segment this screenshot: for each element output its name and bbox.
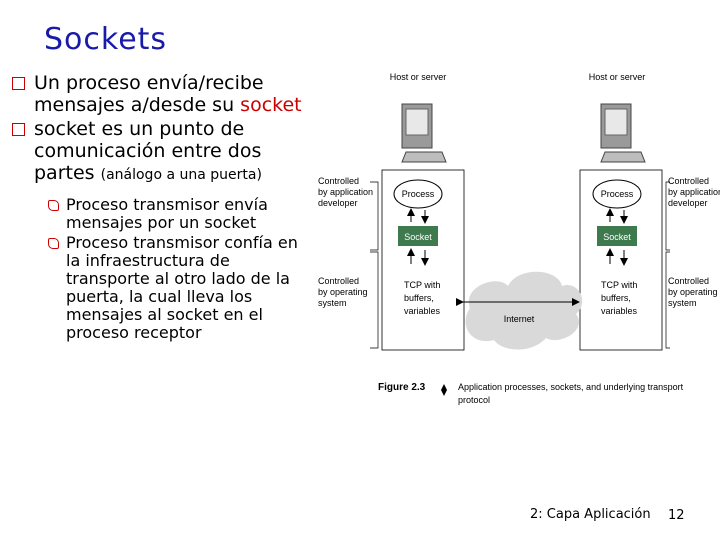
socket-right-label: Socket [603, 232, 631, 242]
process-right-label: Process [601, 189, 634, 199]
process-right [592, 179, 642, 209]
bullet-2-note: (análogo a una puerta) [100, 167, 262, 183]
tcp-right-label-2: buffers, [601, 293, 631, 303]
socket-diagram: Host or server Process Socket TCP with b… [318, 72, 720, 405]
controlled-app-left-1: Controlled [318, 176, 359, 186]
host-right-label: Host or server [589, 72, 646, 82]
controlled-os-left-1: Controlled [318, 276, 359, 286]
controlled-os-right-1: Controlled [668, 276, 709, 286]
figure-caption-line-1: Application processes, sockets, and unde… [458, 382, 684, 392]
sub-bullet-1-text: Proceso transmisor envía mensajes por un… [66, 195, 268, 232]
internet-label: Internet [504, 314, 535, 324]
figure-caption-label: Figure 2.3 [378, 382, 426, 393]
host-left-label: Host or server [390, 72, 447, 82]
bullet-1-highlight: socket [240, 94, 302, 116]
controlled-os-left-2: by operating [318, 287, 368, 297]
square-bullet-icon [12, 123, 25, 136]
sub-bullet-2: Proceso transmisor confía en la infraest… [48, 233, 308, 342]
bullet-1: Un proceso envía/recibe mensajes a/desde… [8, 72, 308, 116]
socket-right [597, 226, 637, 246]
sub-bullet-1: Proceso transmisor envía mensajes por un… [48, 195, 308, 232]
socket-left-label: Socket [404, 232, 432, 242]
footer-chapter: 2: Capa Aplicación [530, 507, 651, 522]
controlled-app-right-2: by application [668, 187, 720, 197]
computer-right-icon [600, 103, 646, 163]
bullet-list: Un proceso envía/recibe mensajes a/desde… [8, 72, 308, 344]
sub-bullet-list: Proceso transmisor envía mensajes por un… [8, 196, 308, 342]
controlled-app-left-3: developer [318, 198, 358, 208]
controlled-os-right-2: by operating [668, 287, 718, 297]
socket-left [398, 226, 438, 246]
figure-caption-line-2: protocol [458, 395, 490, 405]
controlled-app-left-2: by application [318, 187, 373, 197]
controlled-os-left-3: system [318, 298, 347, 308]
sub-bullet-icon [48, 238, 59, 249]
tcp-left-label-3: variables [404, 306, 441, 316]
bullet-2: socket es un punto de comunicación entre… [8, 118, 308, 186]
diamond-icon [441, 384, 447, 396]
bullet-2-text: socket es un punto de comunicación entre… [34, 118, 262, 184]
process-left-label: Process [402, 189, 435, 199]
controlled-app-right-3: developer [668, 198, 708, 208]
square-bullet-icon [12, 77, 25, 90]
internet-cloud [465, 271, 583, 350]
page-number: 12 [668, 508, 685, 523]
tcp-left-label-2: buffers, [404, 293, 434, 303]
process-left [393, 179, 443, 209]
computer-left-icon [401, 103, 447, 163]
controlled-os-right-3: system [668, 298, 697, 308]
tcp-right-label-3: variables [601, 306, 638, 316]
slide-title: Sockets [44, 22, 168, 57]
tcp-left-label-1: TCP with [404, 280, 440, 290]
sub-bullet-icon [48, 200, 59, 211]
tcp-right-label-1: TCP with [601, 280, 637, 290]
controlled-app-right-1: Controlled [668, 176, 709, 186]
sub-bullet-2-text: Proceso transmisor confía en la infraest… [66, 233, 298, 342]
bullet-1-text: Un proceso envía/recibe mensajes a/desde… [34, 72, 264, 116]
